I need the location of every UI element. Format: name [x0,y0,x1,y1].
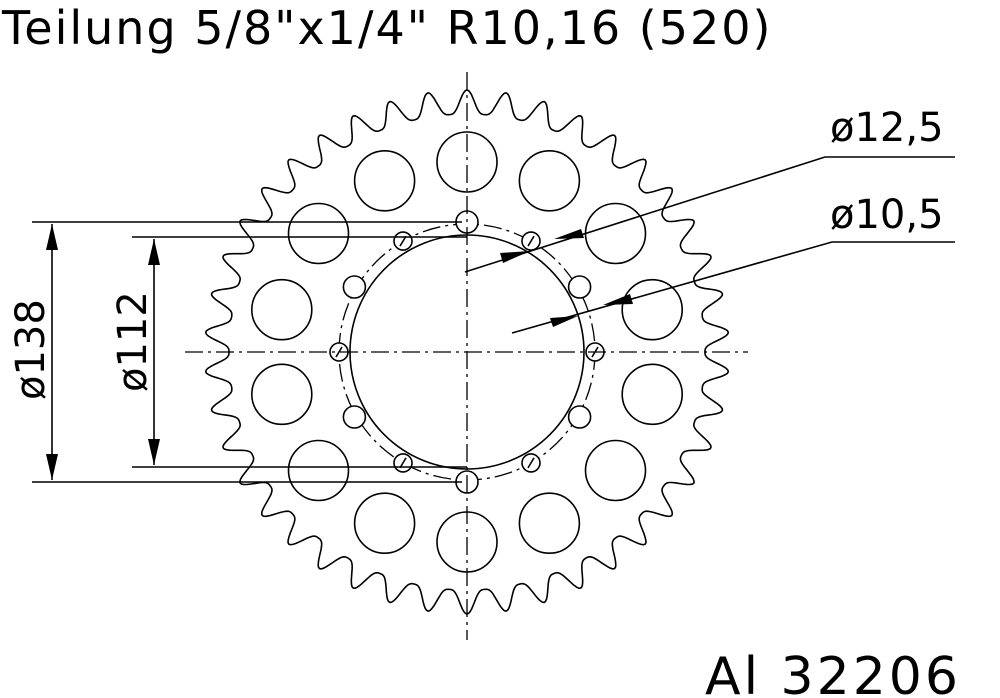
dimension-large-bolt-hole: ø12,5 [464,105,955,273]
dimension-outer-bolt-circle: ø138 [8,221,462,483]
dimension-label-10-5: ø10,5 [830,192,944,238]
dimension-inner-bolt-circle: ø112 [110,236,467,468]
bolt-hole-large [567,275,592,299]
lightening-hole [250,363,313,426]
dimension-label-12-5: ø12,5 [830,105,944,151]
bolt-hole-mark [527,457,535,469]
lightening-hole [621,363,684,426]
header-title: Teilung 5/8"x1/4" R10,16 (520) [1,1,772,55]
bolt-hole-mark [335,346,343,358]
bolt-hole-mark [527,235,535,247]
lightening-hole [621,278,684,341]
dimension-label-112: ø112 [110,291,156,392]
bolt-hole-large [342,405,367,429]
sprocket [185,72,748,640]
dimension-small-bolt-hole: ø10,5 [511,192,955,334]
lightening-hole [353,492,416,555]
lightening-hole [518,492,581,555]
lightening-hole [250,278,313,341]
lightening-hole [584,439,647,502]
lightening-hole [353,150,416,212]
lightening-hole [287,202,350,265]
bolt-hole-large [567,405,592,429]
dimension-label-138: ø138 [8,299,54,400]
lightening-hole [287,439,350,502]
part-number: Al 32206 [705,647,961,698]
lightening-hole [518,150,581,212]
bolt-hole-large [342,275,367,299]
lightening-holes [250,131,684,573]
lightening-hole [436,131,498,193]
lightening-hole [584,202,647,265]
